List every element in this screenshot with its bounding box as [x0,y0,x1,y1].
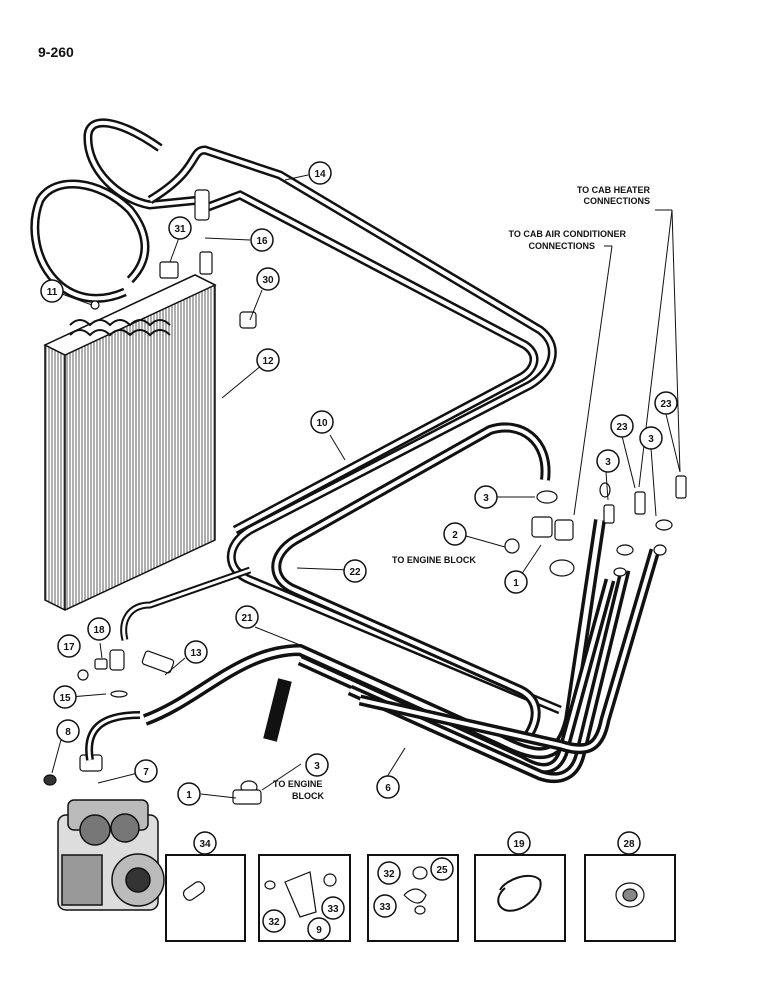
callout-16: 16 [256,236,268,247]
callout-25: 25 [436,865,448,876]
hose-21 [142,519,661,784]
callout-1-lower: 1 [186,790,192,801]
callout-numbers: 14 16 31 30 11 12 10 22 21 6 13 17 18 15… [47,169,672,936]
callout-13: 13 [190,648,202,659]
callout-3-right-a: 3 [605,457,611,468]
callout-19: 19 [513,839,525,850]
callout-15: 15 [59,693,71,704]
engine-block-label-upper: TO ENGINE BLOCK [392,555,476,565]
callout-21: 21 [241,613,253,624]
cab-ac-label-line1: TO CAB AIR CONDITIONER [508,229,626,239]
callout-8: 8 [65,727,71,738]
callout-9: 9 [316,925,322,936]
callout-31: 31 [174,224,186,235]
liquid-line [120,566,252,641]
callout-18: 18 [93,625,105,636]
callout-6: 6 [385,783,391,794]
callout-32-b: 32 [383,869,395,880]
callout-34: 34 [199,839,211,850]
fittings [43,189,687,805]
cab-heater-label-line1: TO CAB HEATER [577,185,651,195]
callout-30: 30 [262,275,274,286]
callout-33-b: 33 [379,902,391,913]
cab-ac-label-line2: CONNECTIONS [528,241,595,251]
callout-1-upper: 1 [513,578,519,589]
condenser-core [43,274,217,611]
callout-33-a: 33 [327,904,339,915]
engine-block-label-lower-line1: TO ENGINE [273,779,322,789]
inset-parts [182,866,645,918]
text-labels: TO CAB HEATER CONNECTIONS TO CAB AIR CON… [273,185,650,801]
callout-2: 2 [452,530,458,541]
page-number: 9-260 [38,44,74,60]
callout-12: 12 [262,356,274,367]
callout-14: 14 [314,169,326,180]
callout-7: 7 [143,767,149,778]
callout-23-b: 23 [660,399,672,410]
callout-17: 17 [63,642,75,653]
callout-3-lower: 3 [314,761,320,772]
compressor [57,799,165,911]
inset-box-19 [474,854,566,942]
callout-11: 11 [47,287,58,298]
callout-3-upper: 3 [483,493,489,504]
callout-10: 10 [316,418,328,429]
callout-23-a: 23 [616,422,628,433]
callout-32-a: 32 [268,917,280,928]
callout-22: 22 [349,567,361,578]
hose-22 [271,422,551,743]
callout-3-right-b: 3 [648,434,654,445]
cab-heater-label-line2: CONNECTIONS [583,196,650,206]
inset-box-34 [165,854,246,942]
callout-28: 28 [623,839,635,850]
engine-block-label-lower-line2: BLOCK [292,791,324,801]
hose-14 [30,118,562,715]
callout-circles [40,161,678,941]
